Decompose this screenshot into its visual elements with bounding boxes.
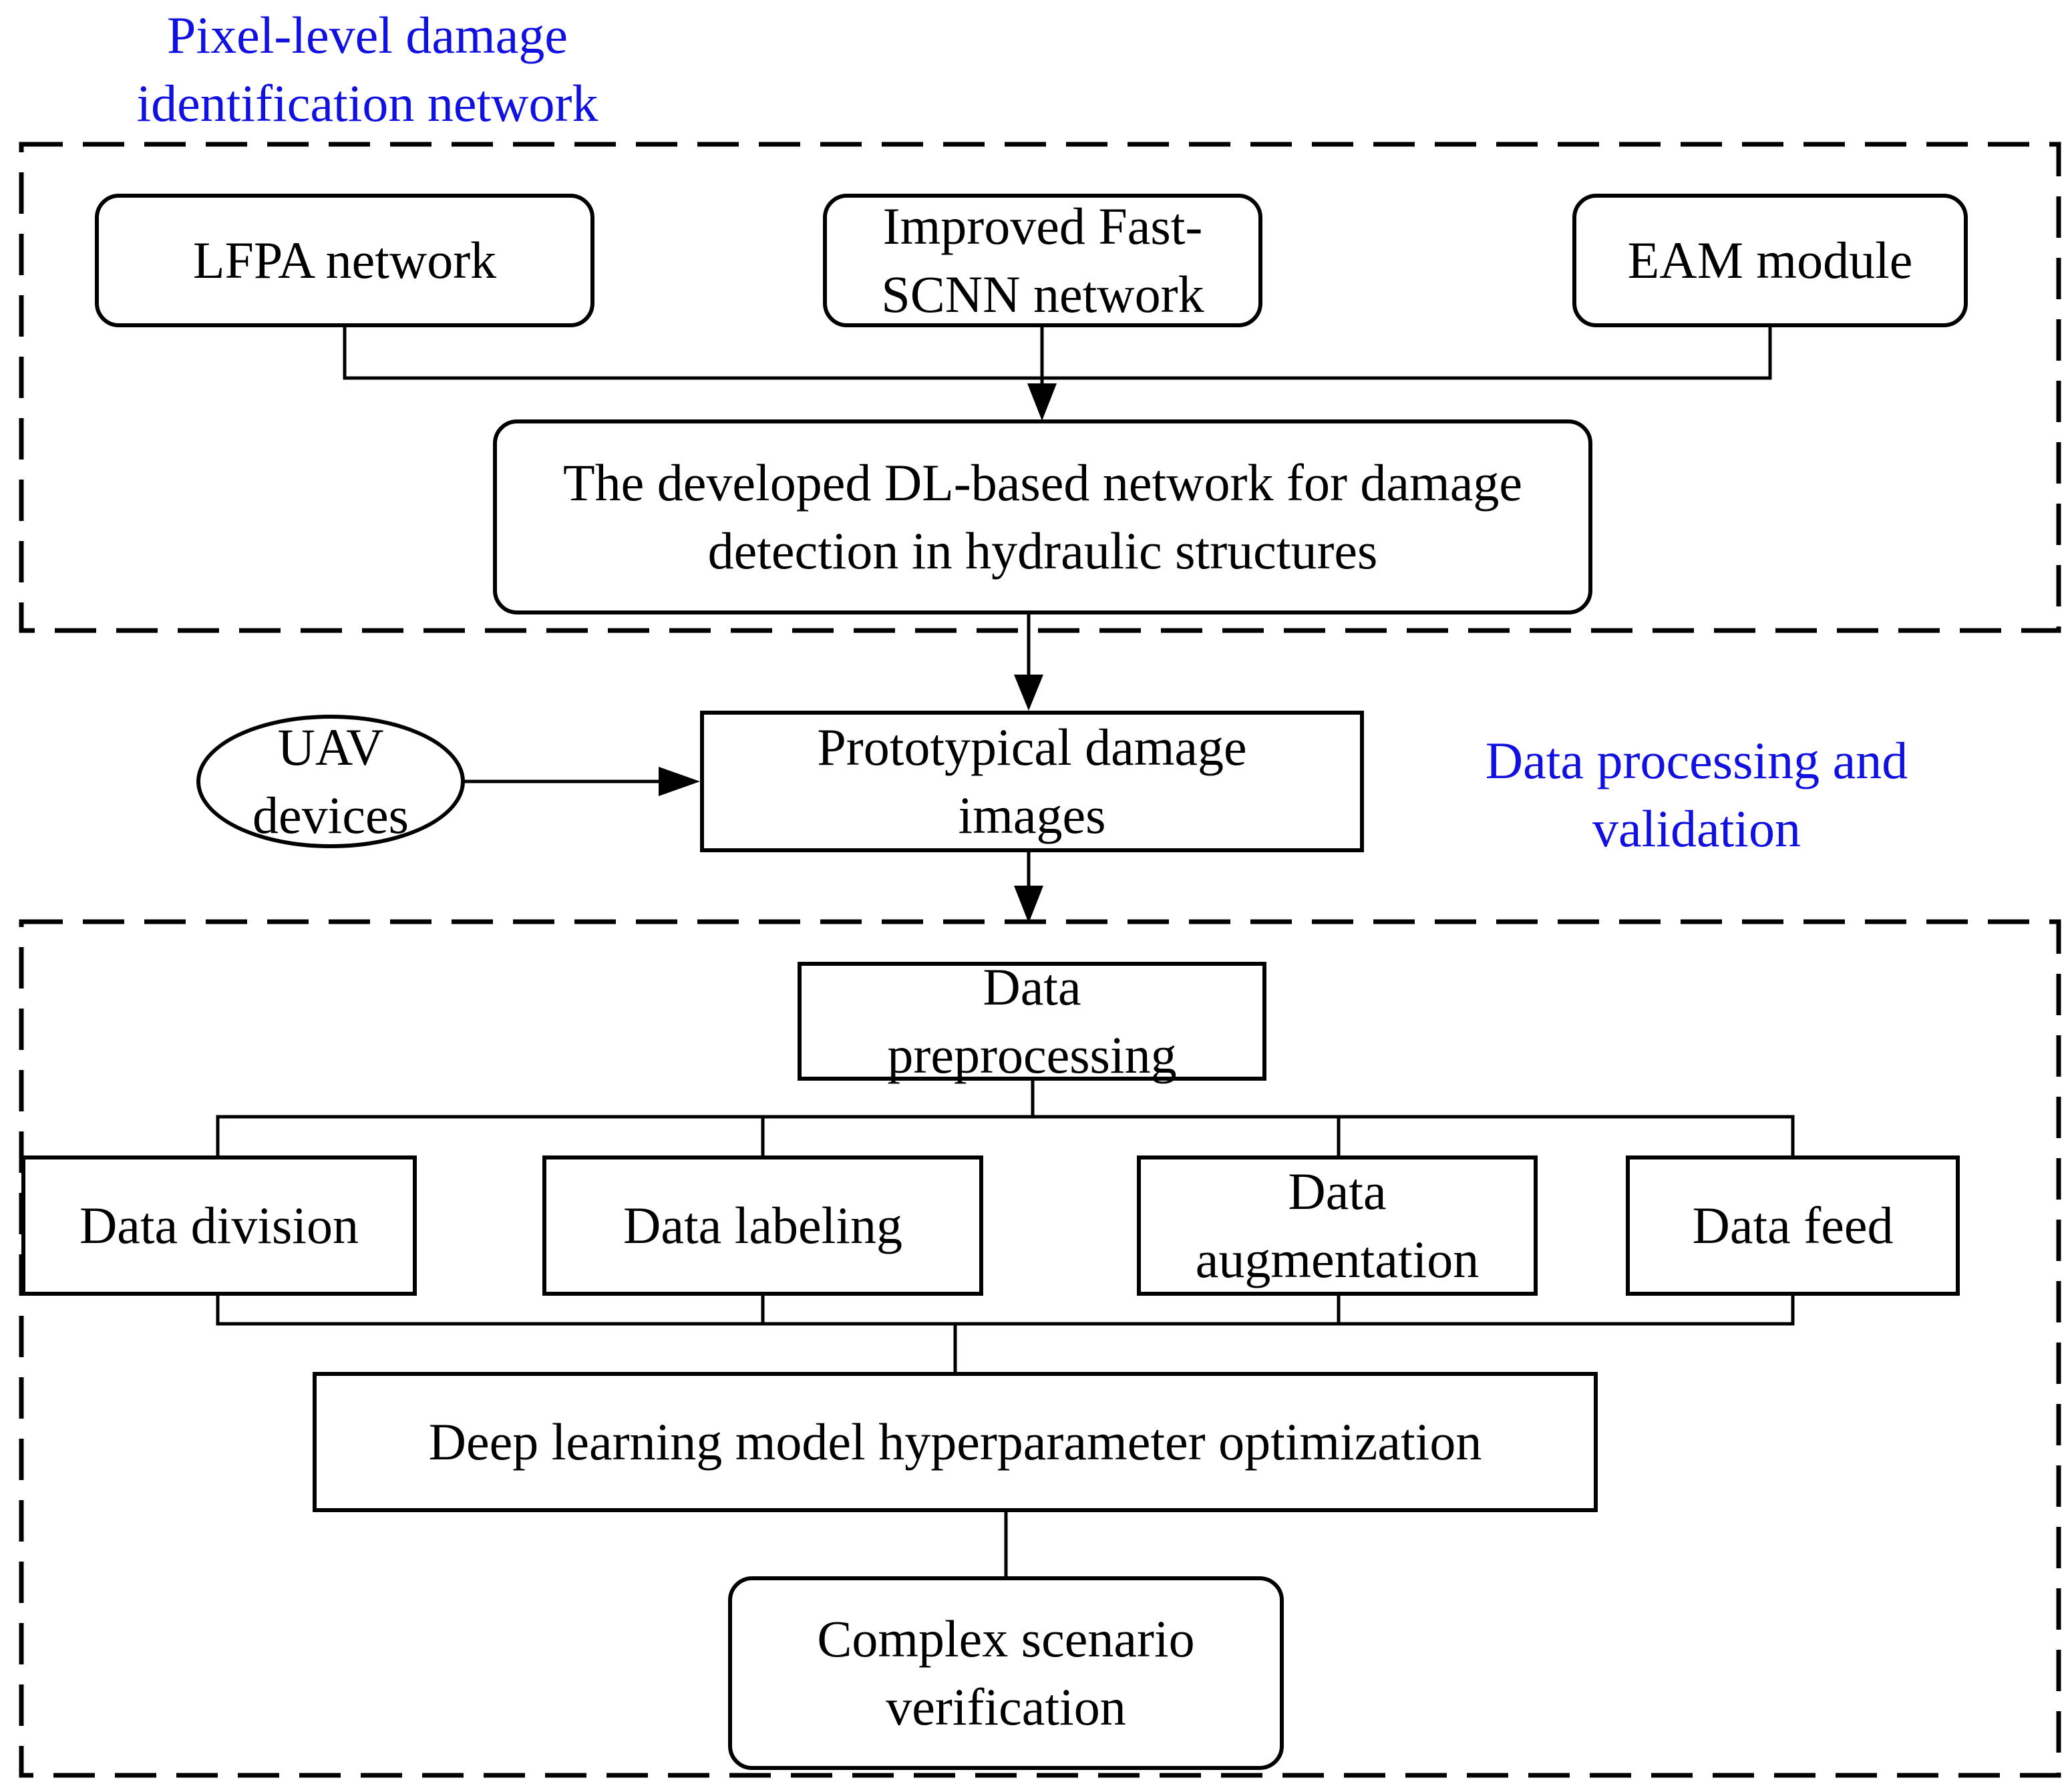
prototypical-damage-images-node: Prototypical damage images (700, 711, 1364, 852)
data-preprocessing-node-line2: preprocessing (887, 1026, 1177, 1084)
uav-devices-node-line1: UAV (277, 718, 384, 776)
arrow-to-prototypical (1014, 675, 1043, 711)
data-feed-node: Data feed (1626, 1155, 1960, 1296)
data-feed-node-line1: Data feed (1692, 1196, 1894, 1254)
eam-module-node: EAM module (1572, 194, 1968, 327)
hyperparameter-optimization-node: Deep learning model hyperparameter optim… (313, 1372, 1598, 1512)
data-preprocessing-node: Data preprocessing (798, 958, 1266, 1084)
developed-network-node-line2: detection in hydraulic structures (707, 522, 1378, 580)
complex-scenario-verification-node: Complex scenario verification (728, 1576, 1284, 1770)
network-group-label-line2: identification network (136, 74, 598, 132)
prototypical-damage-images-node-line1: Prototypical damage (817, 718, 1247, 776)
fast-scnn-network-node: Improved Fast- SCNN network (823, 194, 1262, 327)
developed-network-node: The developed DL-based network for damag… (493, 419, 1592, 614)
merge-connector-top (343, 327, 1772, 391)
processing-group-label: Data processing and validation (1436, 727, 1957, 863)
fast-scnn-network-node-line2: SCNN network (881, 265, 1204, 323)
data-preprocessing-node-line1: Data (983, 958, 1081, 1016)
network-group-label: Pixel-level damage identification networ… (100, 1, 635, 138)
lfpa-network-node-line1: LFPA network (192, 231, 497, 289)
hyperparameter-optimization-node-line1: Deep learning model hyperparameter optim… (428, 1413, 1482, 1471)
data-augmentation-node-line2: augmentation (1195, 1230, 1480, 1288)
fan-out-connector (216, 1081, 1795, 1155)
data-division-node: Data division (21, 1155, 417, 1296)
lfpa-network-node: LFPA network (95, 194, 594, 327)
arrow-to-developed (1027, 383, 1057, 421)
network-group-label-line1: Pixel-level damage (167, 6, 568, 64)
data-labeling-node: Data labeling (542, 1155, 983, 1296)
fan-in-connector (216, 1296, 1795, 1372)
network-group-frame (19, 142, 2061, 633)
complex-scenario-verification-node-line2: verification (886, 1678, 1126, 1736)
developed-network-node-line1: The developed DL-based network for damag… (563, 454, 1522, 512)
arrow-to-prototypical-from-uav (659, 767, 700, 796)
eam-module-node-line1: EAM module (1627, 231, 1913, 289)
data-augmentation-node-line1: Data (1288, 1162, 1387, 1220)
processing-group-label-line1: Data processing and (1485, 731, 1908, 789)
uav-devices-node-line2: devices (252, 786, 409, 844)
complex-scenario-verification-node-line1: Complex scenario (817, 1610, 1195, 1668)
data-labeling-node-line1: Data labeling (623, 1196, 902, 1254)
prototypical-damage-images-node-line2: images (958, 786, 1106, 844)
processing-group-label-line2: validation (1592, 799, 1801, 858)
data-augmentation-node: Data augmentation (1137, 1155, 1538, 1296)
data-division-node-line1: Data division (79, 1196, 359, 1254)
fast-scnn-network-node-line1: Improved Fast- (882, 197, 1203, 255)
processing-group-frame (19, 919, 2061, 1778)
uav-devices-node: UAV devices (196, 715, 465, 848)
arrow-to-processing (1014, 886, 1043, 923)
